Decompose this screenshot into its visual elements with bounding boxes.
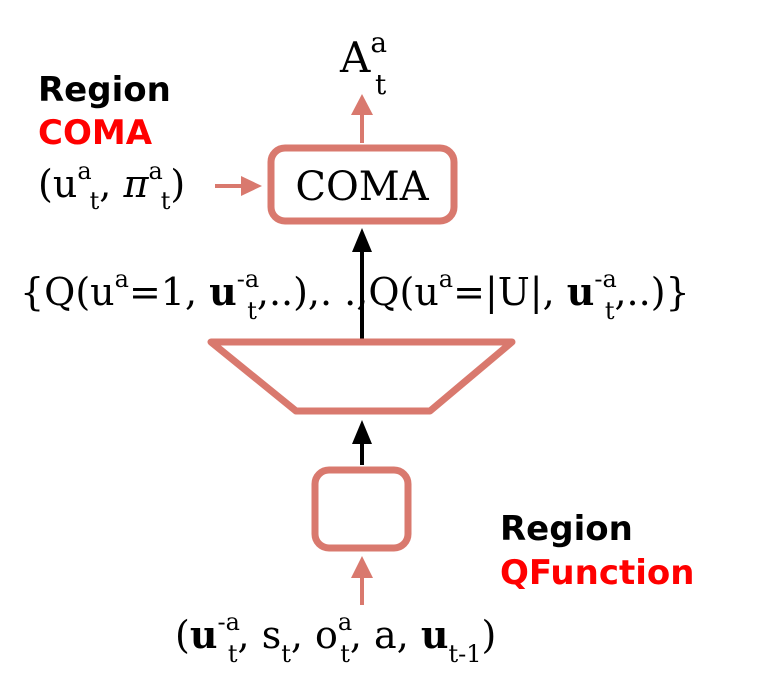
state-a: , a, xyxy=(350,613,421,657)
q-left-tail: ,..), xyxy=(257,270,320,314)
coma-box-label: COMA xyxy=(295,164,429,210)
policy-input-arrow xyxy=(215,176,262,196)
policy-input-open: (u xyxy=(38,162,77,206)
policy-u-sub: t xyxy=(90,187,100,215)
policy-comma: , xyxy=(99,162,123,206)
state-u-prev-sub: t-1 xyxy=(449,640,482,668)
region-qfunction-name: QFunction xyxy=(500,553,694,593)
policy-pi-sup: a xyxy=(148,157,162,185)
state-u-sup: -a xyxy=(217,608,239,636)
q-left-u-sup: a xyxy=(115,265,129,293)
q-right-prefix: ,Q(u xyxy=(356,270,439,314)
state-o: , o xyxy=(291,613,338,657)
q-left-bold-sub: t xyxy=(247,297,257,325)
state-o-sup: a xyxy=(338,608,352,636)
state-o-sub: t xyxy=(340,640,350,668)
q-right-u-sup: a xyxy=(439,265,453,293)
policy-pi: π xyxy=(122,162,149,206)
q-left-prefix: {Q(u xyxy=(20,270,115,314)
q-left-bold-u: u xyxy=(209,269,237,314)
q-network-output-trapezoid xyxy=(207,338,516,415)
q-to-coma-arrow xyxy=(352,228,372,340)
state-u-bold: u xyxy=(190,612,218,657)
state-u-sub: t xyxy=(228,640,238,668)
state-input-arrow xyxy=(351,556,373,605)
state-s: , s xyxy=(238,613,282,657)
qfunction-box xyxy=(311,466,412,552)
q-right-bold-sub: t xyxy=(605,297,615,325)
state-s-sub: t xyxy=(281,640,291,668)
box-to-trapezoid-arrow xyxy=(352,420,372,465)
q-right-bold-u: u xyxy=(567,269,595,314)
state-u-prev: u xyxy=(421,612,449,657)
policy-input-close: ) xyxy=(170,162,185,206)
region-qfunction-word: Region xyxy=(500,509,633,549)
region-coma-word: Region xyxy=(38,70,171,110)
q-right-tail: ,..)} xyxy=(614,270,689,314)
policy-u-sup: a xyxy=(77,157,91,185)
state-close: ) xyxy=(482,613,497,657)
output-subscript: t xyxy=(375,68,387,101)
q-left-mid: =1, xyxy=(129,270,209,314)
q-ellipsis: . . xyxy=(320,270,356,314)
coma-box xyxy=(267,144,458,225)
output-superscript: a xyxy=(370,26,387,59)
q-right-mid: =|U|, xyxy=(453,270,567,314)
state-open: ( xyxy=(175,613,190,657)
coma-output-arrow xyxy=(351,94,373,143)
output-symbol: A xyxy=(339,33,371,82)
policy-pi-sub: t xyxy=(161,187,171,215)
q-right-bold-sup: -a xyxy=(594,265,616,293)
q-left-bold-sup: -a xyxy=(237,265,259,293)
region-coma-name: COMA xyxy=(38,113,153,153)
